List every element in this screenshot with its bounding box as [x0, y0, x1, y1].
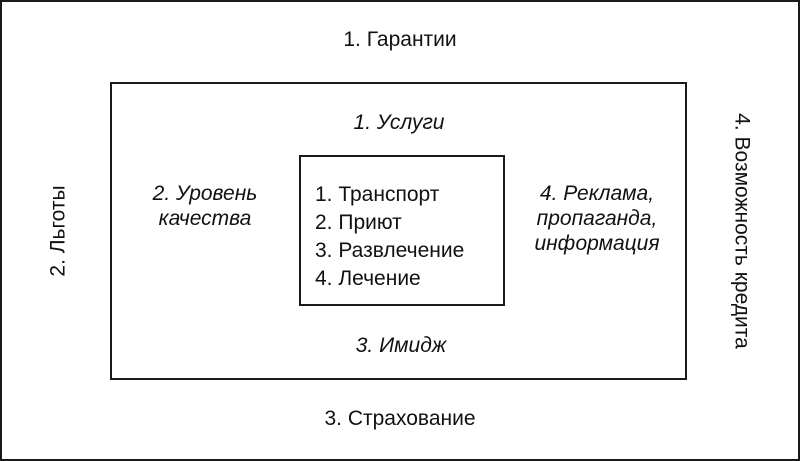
middle-label-quality-line: 2. Уровень: [152, 182, 258, 205]
middle-label-quality-line: качества: [158, 207, 252, 230]
inner-frame: [299, 155, 505, 306]
middle-label-advertising-line: информация: [534, 232, 660, 255]
middle-label-advertising-line: 4. Реклама,: [539, 182, 655, 205]
outer-label-insurance: 3. Страхование: [324, 407, 476, 430]
list-item: 2. Приют: [315, 211, 402, 234]
middle-label-services: 1. Услуги: [353, 111, 445, 134]
list-item: 1. Транспорт: [315, 183, 440, 206]
outer-label-credit: 4. Возможность кредита: [730, 113, 754, 349]
middle-label-image: 3. Имидж: [355, 334, 447, 357]
middle-label-advertising-line: пропаганда,: [536, 207, 658, 230]
middle-label-quality: 2. Уровень качества: [153, 181, 258, 231]
list-item: 4. Лечение: [315, 267, 421, 290]
middle-label-advertising: 4. Реклама, пропаганда, информация: [534, 181, 659, 256]
outer-label-benefits: 2. Льготы: [46, 185, 70, 277]
inner-services-list: 1. Транспорт 2. Приют 3. Развлечение 4. …: [315, 181, 464, 293]
list-item: 3. Развлечение: [315, 239, 465, 262]
outer-label-guarantees: 1. Гарантии: [343, 28, 457, 51]
